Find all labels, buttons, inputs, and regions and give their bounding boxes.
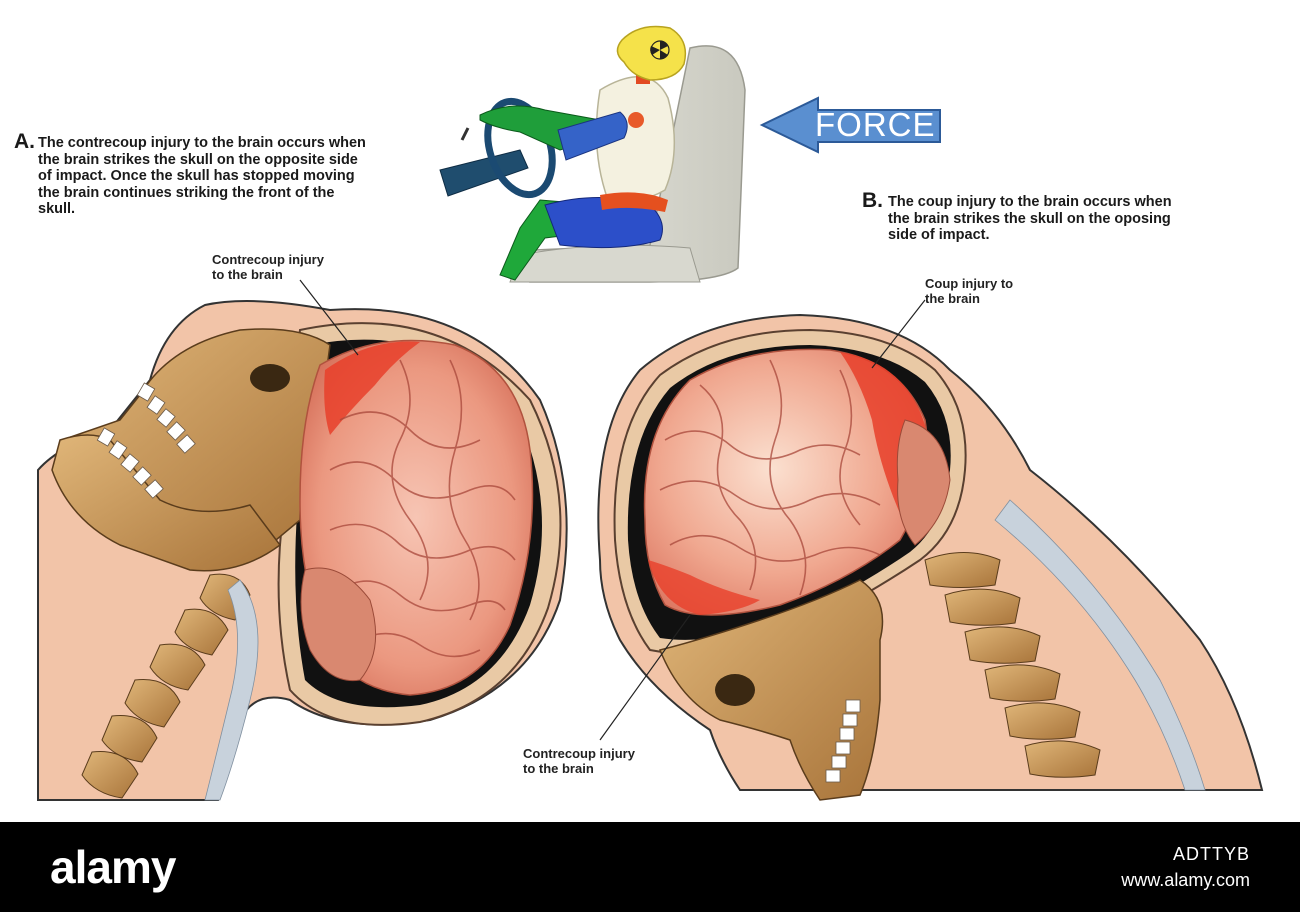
label-line: the brain [925, 291, 980, 306]
panel-b-contrecoup-label: Contrecoup injury to the brain [523, 746, 635, 776]
crash-test-dummy [439, 25, 746, 283]
leader-line-b-bottom [599, 614, 691, 741]
label-line: Contrecoup injury [523, 746, 635, 761]
force-arrow [759, 96, 941, 154]
label-line: to the brain [523, 761, 594, 776]
leader-line-b-top [871, 299, 926, 369]
panel-a-line: of impact. Once the skull has stopped mo… [38, 168, 355, 184]
panel-a-line: the brain continues striking the front o… [38, 184, 335, 201]
panel-a-line: skull. [38, 201, 76, 217]
watermark-footer: alamy ADTTYB www.alamy.com [0, 822, 1300, 912]
head-b-flexed [597, 313, 1264, 801]
footer-image-id: ADTTYB [1172, 844, 1250, 864]
force-label: FORCE [815, 106, 936, 143]
panel-b-description: The coup injury to the brain occurs when… [888, 194, 1248, 244]
panel-b-letter: B. [862, 189, 883, 212]
panel-a-description: The contrecoup injury to the brain occur… [38, 135, 438, 218]
injury-illustration [37, 25, 1264, 801]
footer-logo: alamy [50, 841, 176, 893]
label-line: Contrecoup injury [212, 252, 324, 267]
label-line: Coup injury to [925, 276, 1014, 291]
panel-b-line: side of impact. [888, 227, 990, 243]
panel-a-line: The contrecoup injury to the brain occur… [38, 135, 366, 151]
panel-b-coup-label: Coup injury to the brain [925, 276, 1013, 306]
footer-url[interactable]: www.alamy.com [1121, 870, 1250, 890]
label-line: to the brain [212, 267, 283, 282]
leader-line-a [299, 279, 359, 356]
panel-b-line: The coup injury to the brain occurs when [888, 194, 1172, 210]
panel-b-line: the brain strikes the skull on the oposi… [888, 210, 1171, 227]
panel-a-letter: A. [14, 130, 35, 153]
head-a-extended [37, 300, 568, 801]
panel-a-contrecoup-label: Contrecoup injury to the brain [212, 252, 324, 282]
illustration-stage: FORCE A. The contrecoup injury to the br… [14, 25, 1264, 801]
panel-a-line: the brain strikes the skull on the oppos… [38, 151, 358, 168]
